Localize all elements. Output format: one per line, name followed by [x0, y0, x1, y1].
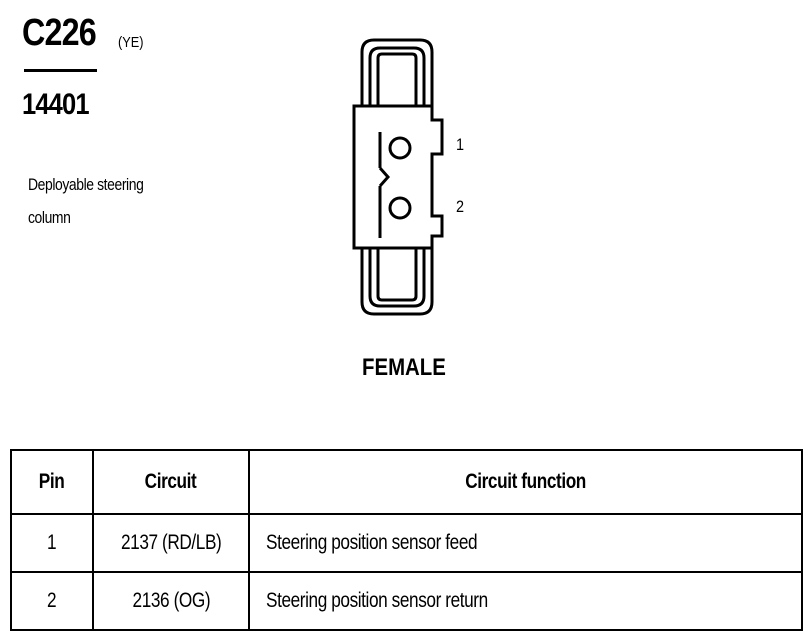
- header-circuit: Circuit: [92, 449, 250, 515]
- connector-face-diagram: [352, 38, 444, 316]
- header-circuit-function: Circuit function: [248, 449, 803, 515]
- table-row: 1 2137 (RD/LB) Steering position sensor …: [10, 513, 803, 573]
- connector-gender: FEMALE: [362, 354, 446, 381]
- cell-function: Steering position sensor feed: [248, 513, 803, 573]
- key-notch: [378, 167, 391, 187]
- terminal-2: [388, 196, 412, 220]
- connector-body: [352, 104, 444, 250]
- description-line-1: Deployable steering: [28, 175, 144, 194]
- table-row: 2 2136 (OG) Steering position sensor ret…: [10, 571, 803, 631]
- pinout-table: Pin Circuit Circuit function 1 2137 (RD/…: [10, 449, 803, 631]
- terminal-1: [388, 136, 412, 160]
- housing-outer-bottom: [360, 248, 434, 316]
- housing-inner-top: [368, 46, 426, 106]
- table-header-row: Pin Circuit Circuit function: [10, 449, 803, 515]
- cell-pin: 1: [10, 513, 94, 573]
- connector-description: Deployable steering column: [28, 168, 167, 234]
- connector-id: C226: [22, 12, 97, 54]
- housing-inner-bottom: [368, 248, 426, 308]
- latch-bottom: [376, 248, 418, 302]
- cell-circuit: 2136 (OG): [92, 571, 250, 631]
- cell-circuit: 2137 (RD/LB): [92, 513, 250, 573]
- pin-label-1: 1: [456, 135, 465, 154]
- title-rule: [24, 69, 97, 72]
- header-pin: Pin: [10, 449, 94, 515]
- cell-function: Steering position sensor return: [248, 571, 803, 631]
- housing-outer-top: [360, 38, 434, 106]
- latch-top: [376, 52, 418, 106]
- wire-color-code: (YE): [118, 34, 144, 51]
- part-number: 14401: [22, 88, 90, 121]
- pin-label-2: 2: [456, 197, 465, 216]
- description-line-2: column: [28, 208, 71, 227]
- cell-pin: 2: [10, 571, 94, 631]
